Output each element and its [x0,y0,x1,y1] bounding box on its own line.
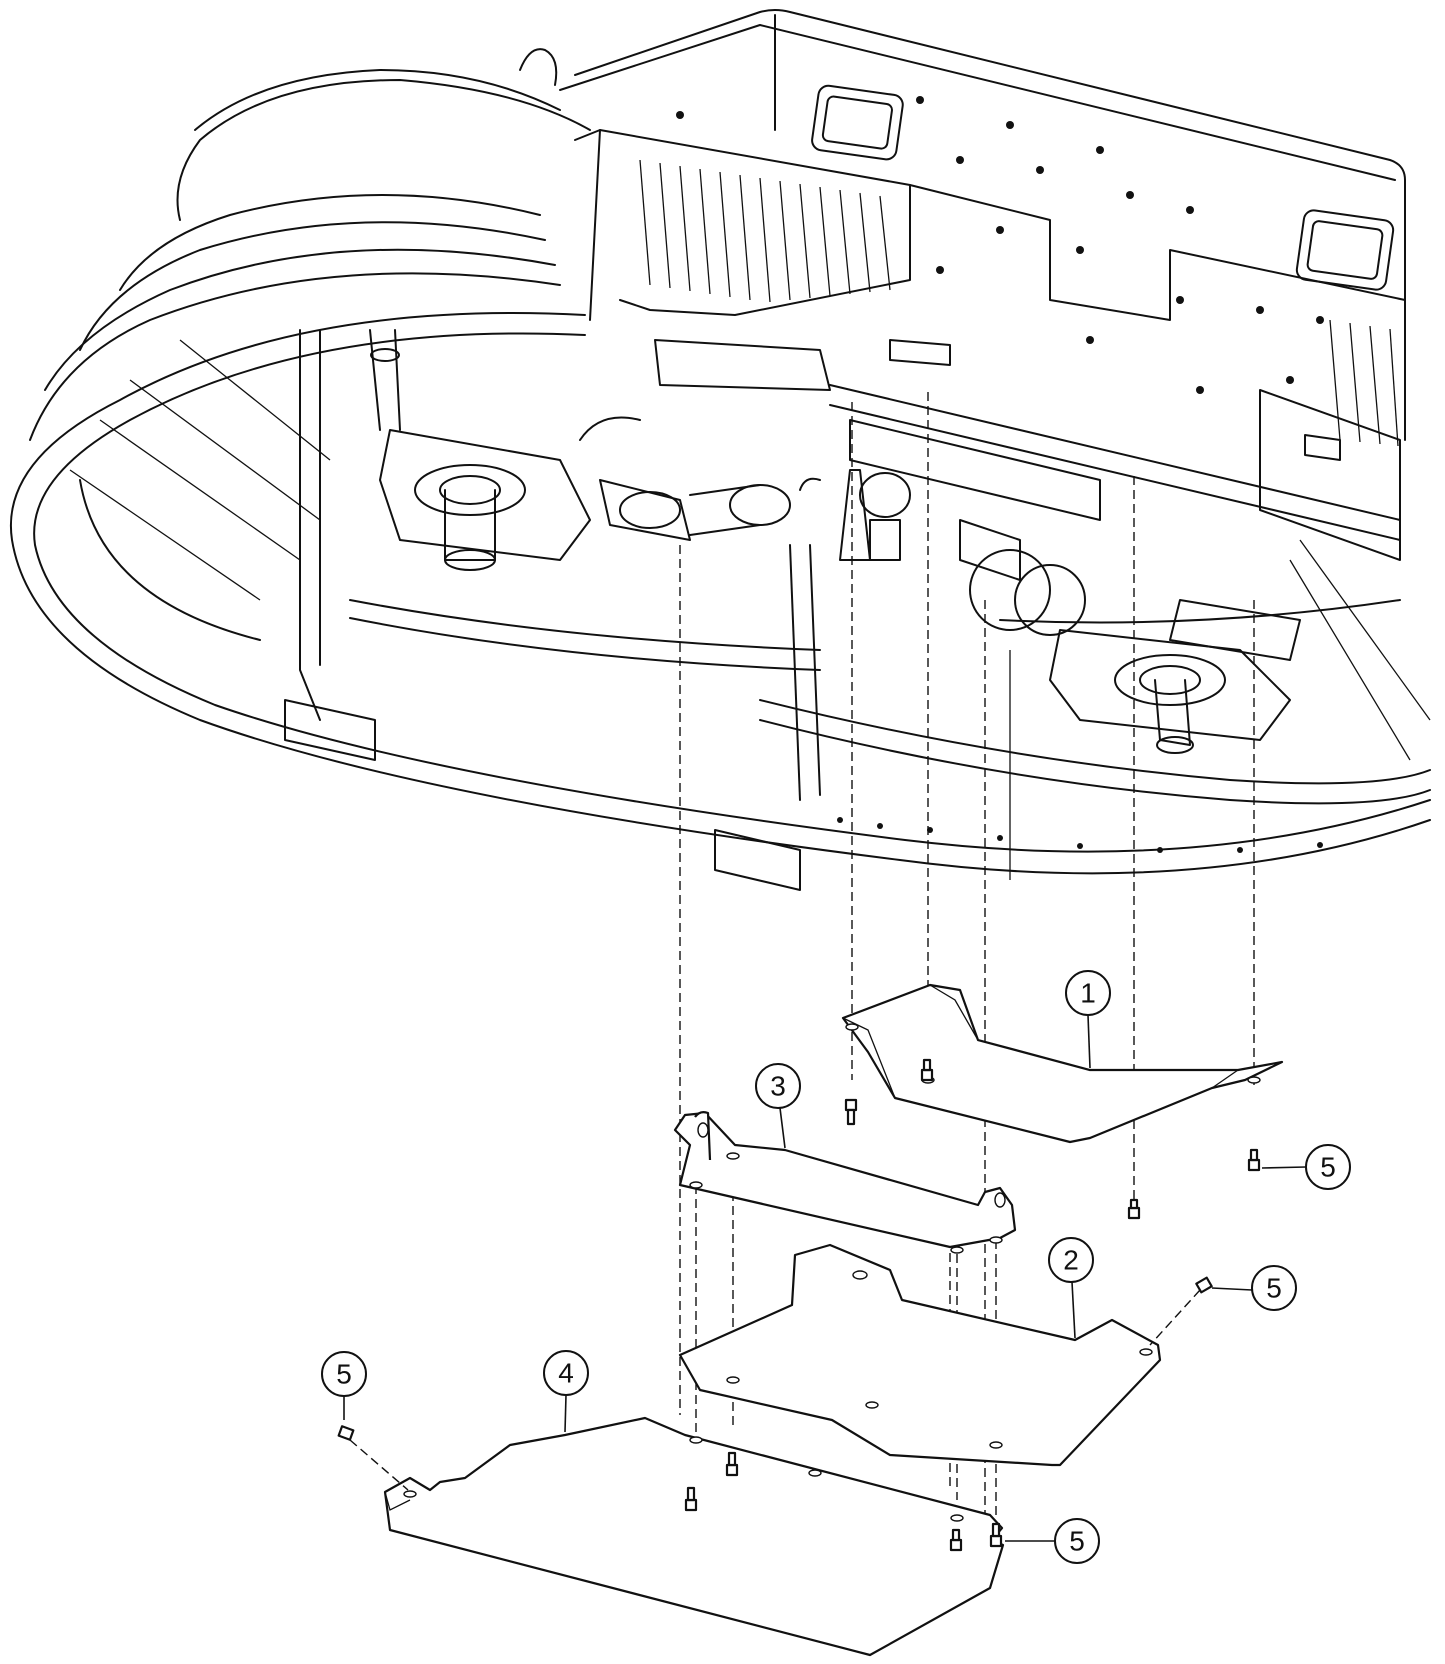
part-1-guard-plate [841,983,1284,1144]
bolt-icon [989,1522,1003,1548]
callout-4-label: 4 [558,1358,574,1389]
bolt-icon [684,1486,698,1512]
part-4-skid-plate [383,1416,1005,1657]
callout-3-label: 3 [770,1071,786,1102]
callout-1-label: 1 [1080,978,1096,1009]
front-bracket [579,339,1341,461]
part-3-bracket [673,1111,1017,1254]
callout-5c: 5 [321,1351,367,1397]
callout-2: 2 [1048,1237,1094,1283]
centre-fitting [799,469,911,561]
callout-4: 4 [543,1350,589,1396]
bolt-icon [920,1058,934,1082]
guard-ring [9,48,1431,880]
bolt-icon [949,1528,963,1552]
callout-leaders [343,1014,1307,1542]
callout-3: 3 [755,1063,801,1109]
callout-5d: 5 [1054,1518,1100,1564]
bolt-icon [1195,1276,1213,1294]
callout-1: 1 [1065,970,1111,1016]
part-2-skid-plate [678,1243,1162,1467]
callout-2-label: 2 [1063,1245,1079,1276]
callout-5a-label: 5 [1320,1152,1336,1183]
callout-5a: 5 [1305,1144,1351,1190]
frame-rails [284,329,1401,891]
bolts [337,1058,1261,1552]
callout-5c-label: 5 [336,1359,352,1390]
callout-5b: 5 [1251,1265,1297,1311]
right-gearbox [959,389,1401,754]
machine-assembly [9,9,1431,891]
bolt-leaders [349,1289,1201,1491]
bolt-icon [725,1451,739,1477]
callout-5b-label: 5 [1266,1273,1282,1304]
bolt-icon [337,1425,355,1441]
callout-5d-label: 5 [1069,1526,1085,1557]
engine-housing [559,9,1406,447]
bolt-icon [1247,1148,1261,1172]
bolt-icon [1127,1198,1141,1220]
left-gearbox [369,329,791,571]
bolt-icon [844,1098,858,1126]
